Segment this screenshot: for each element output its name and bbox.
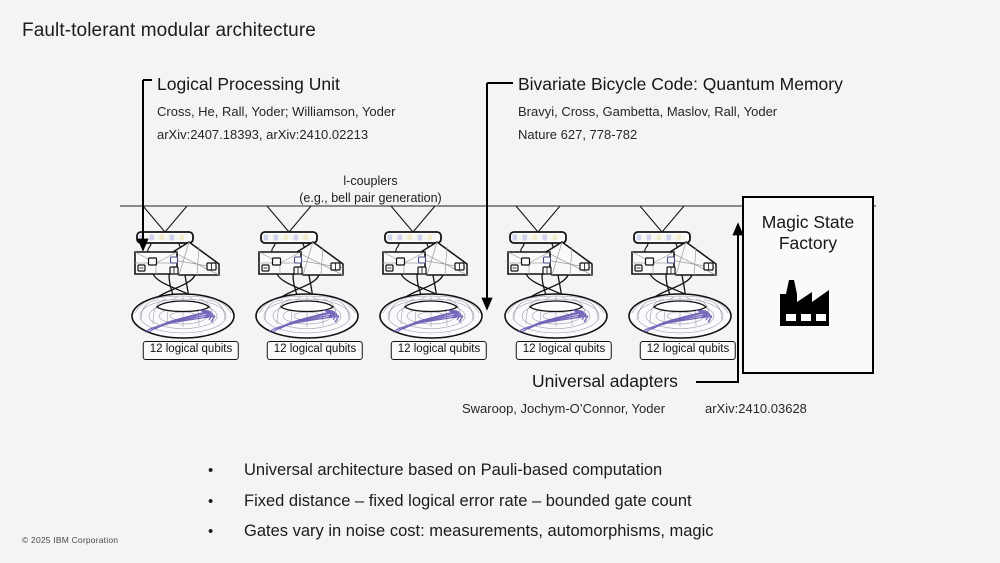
annotation-logical-processing-unit: Logical Processing Unit Cross, He, Rall,… [157,74,395,141]
annotation-couplers: l-couplers (e.g., bell pair generation) [288,173,453,207]
bullet-marker-icon: • [208,492,214,510]
annotation-bivariate-bicycle-code: Bivariate Bicycle Code: Quantum Memory B… [518,74,843,141]
leader-line-universal-adapters [696,222,744,383]
copyright-notice: © 2025 IBM Corporation [22,535,119,545]
bullet-text: Gates vary in noise cost: measurements, … [244,522,714,540]
annotation-bbc-heading: Bivariate Bicycle Code: Quantum Memory [518,74,843,94]
magic-state-factory-card: Magic State Factory [742,196,874,374]
list-item: • Gates vary in noise cost: measurements… [208,523,848,540]
annotation-bbc-authors: Bravyi, Cross, Gambetta, Maslov, Rall, Y… [518,103,778,119]
annotation-lpu-reference: arXiv:2407.18393, arXiv:2410.02213 [157,126,369,142]
couplers-label-line1: l-couplers [343,174,398,188]
bullet-marker-icon: • [208,523,214,540]
magic-state-factory-title: Magic State Factory [744,212,872,254]
bullet-text: Universal architecture based on Pauli-ba… [244,461,663,479]
annotation-universal-adapters-heading: Universal adapters [532,371,678,391]
annotation-universal-adapters-authors: Swaroop, Jochym-O’Connor, Yoder [462,401,666,416]
annotation-lpu-authors: Cross, He, Rall, Yoder; Williamson, Yode… [157,103,396,119]
annotation-lpu-heading: Logical Processing Unit [157,74,340,94]
module-4: 12 logical qubits [502,216,626,362]
annotation-bbc-reference: Nature 627, 778-782 [518,126,638,142]
factory-icon [780,280,829,326]
module-3-qubit-label: 12 logical qubits [390,341,488,360]
magic-state-factory-title-line2: Factory [778,233,838,253]
list-item: • Fixed distance – fixed logical error r… [208,491,848,510]
couplers-label-line2: (e.g., bell pair generation) [299,190,442,205]
page-title: Fault-tolerant modular architecture [22,20,316,41]
annotation-universal-adapters-reference: arXiv:2410.03628 [705,401,807,416]
module-1: 12 logical qubits [129,216,253,362]
bullet-list: • Universal architecture based on Pauli-… [208,462,848,554]
module-3: 12 logical qubits [377,216,501,362]
module-4-qubit-label: 12 logical qubits [515,341,613,360]
module-1-qubit-label: 12 logical qubits [142,341,240,360]
bullet-text: Fixed distance – fixed logical error rat… [244,491,692,510]
module-2: 12 logical qubits [253,216,377,362]
bullet-marker-icon: • [208,462,214,479]
list-item: • Universal architecture based on Pauli-… [208,462,848,479]
module-2-qubit-label: 12 logical qubits [266,341,364,360]
magic-state-factory-title-line1: Magic State [761,212,855,232]
module-5: 12 logical qubits [626,216,750,362]
module-5-qubit-label: 12 logical qubits [639,341,737,360]
